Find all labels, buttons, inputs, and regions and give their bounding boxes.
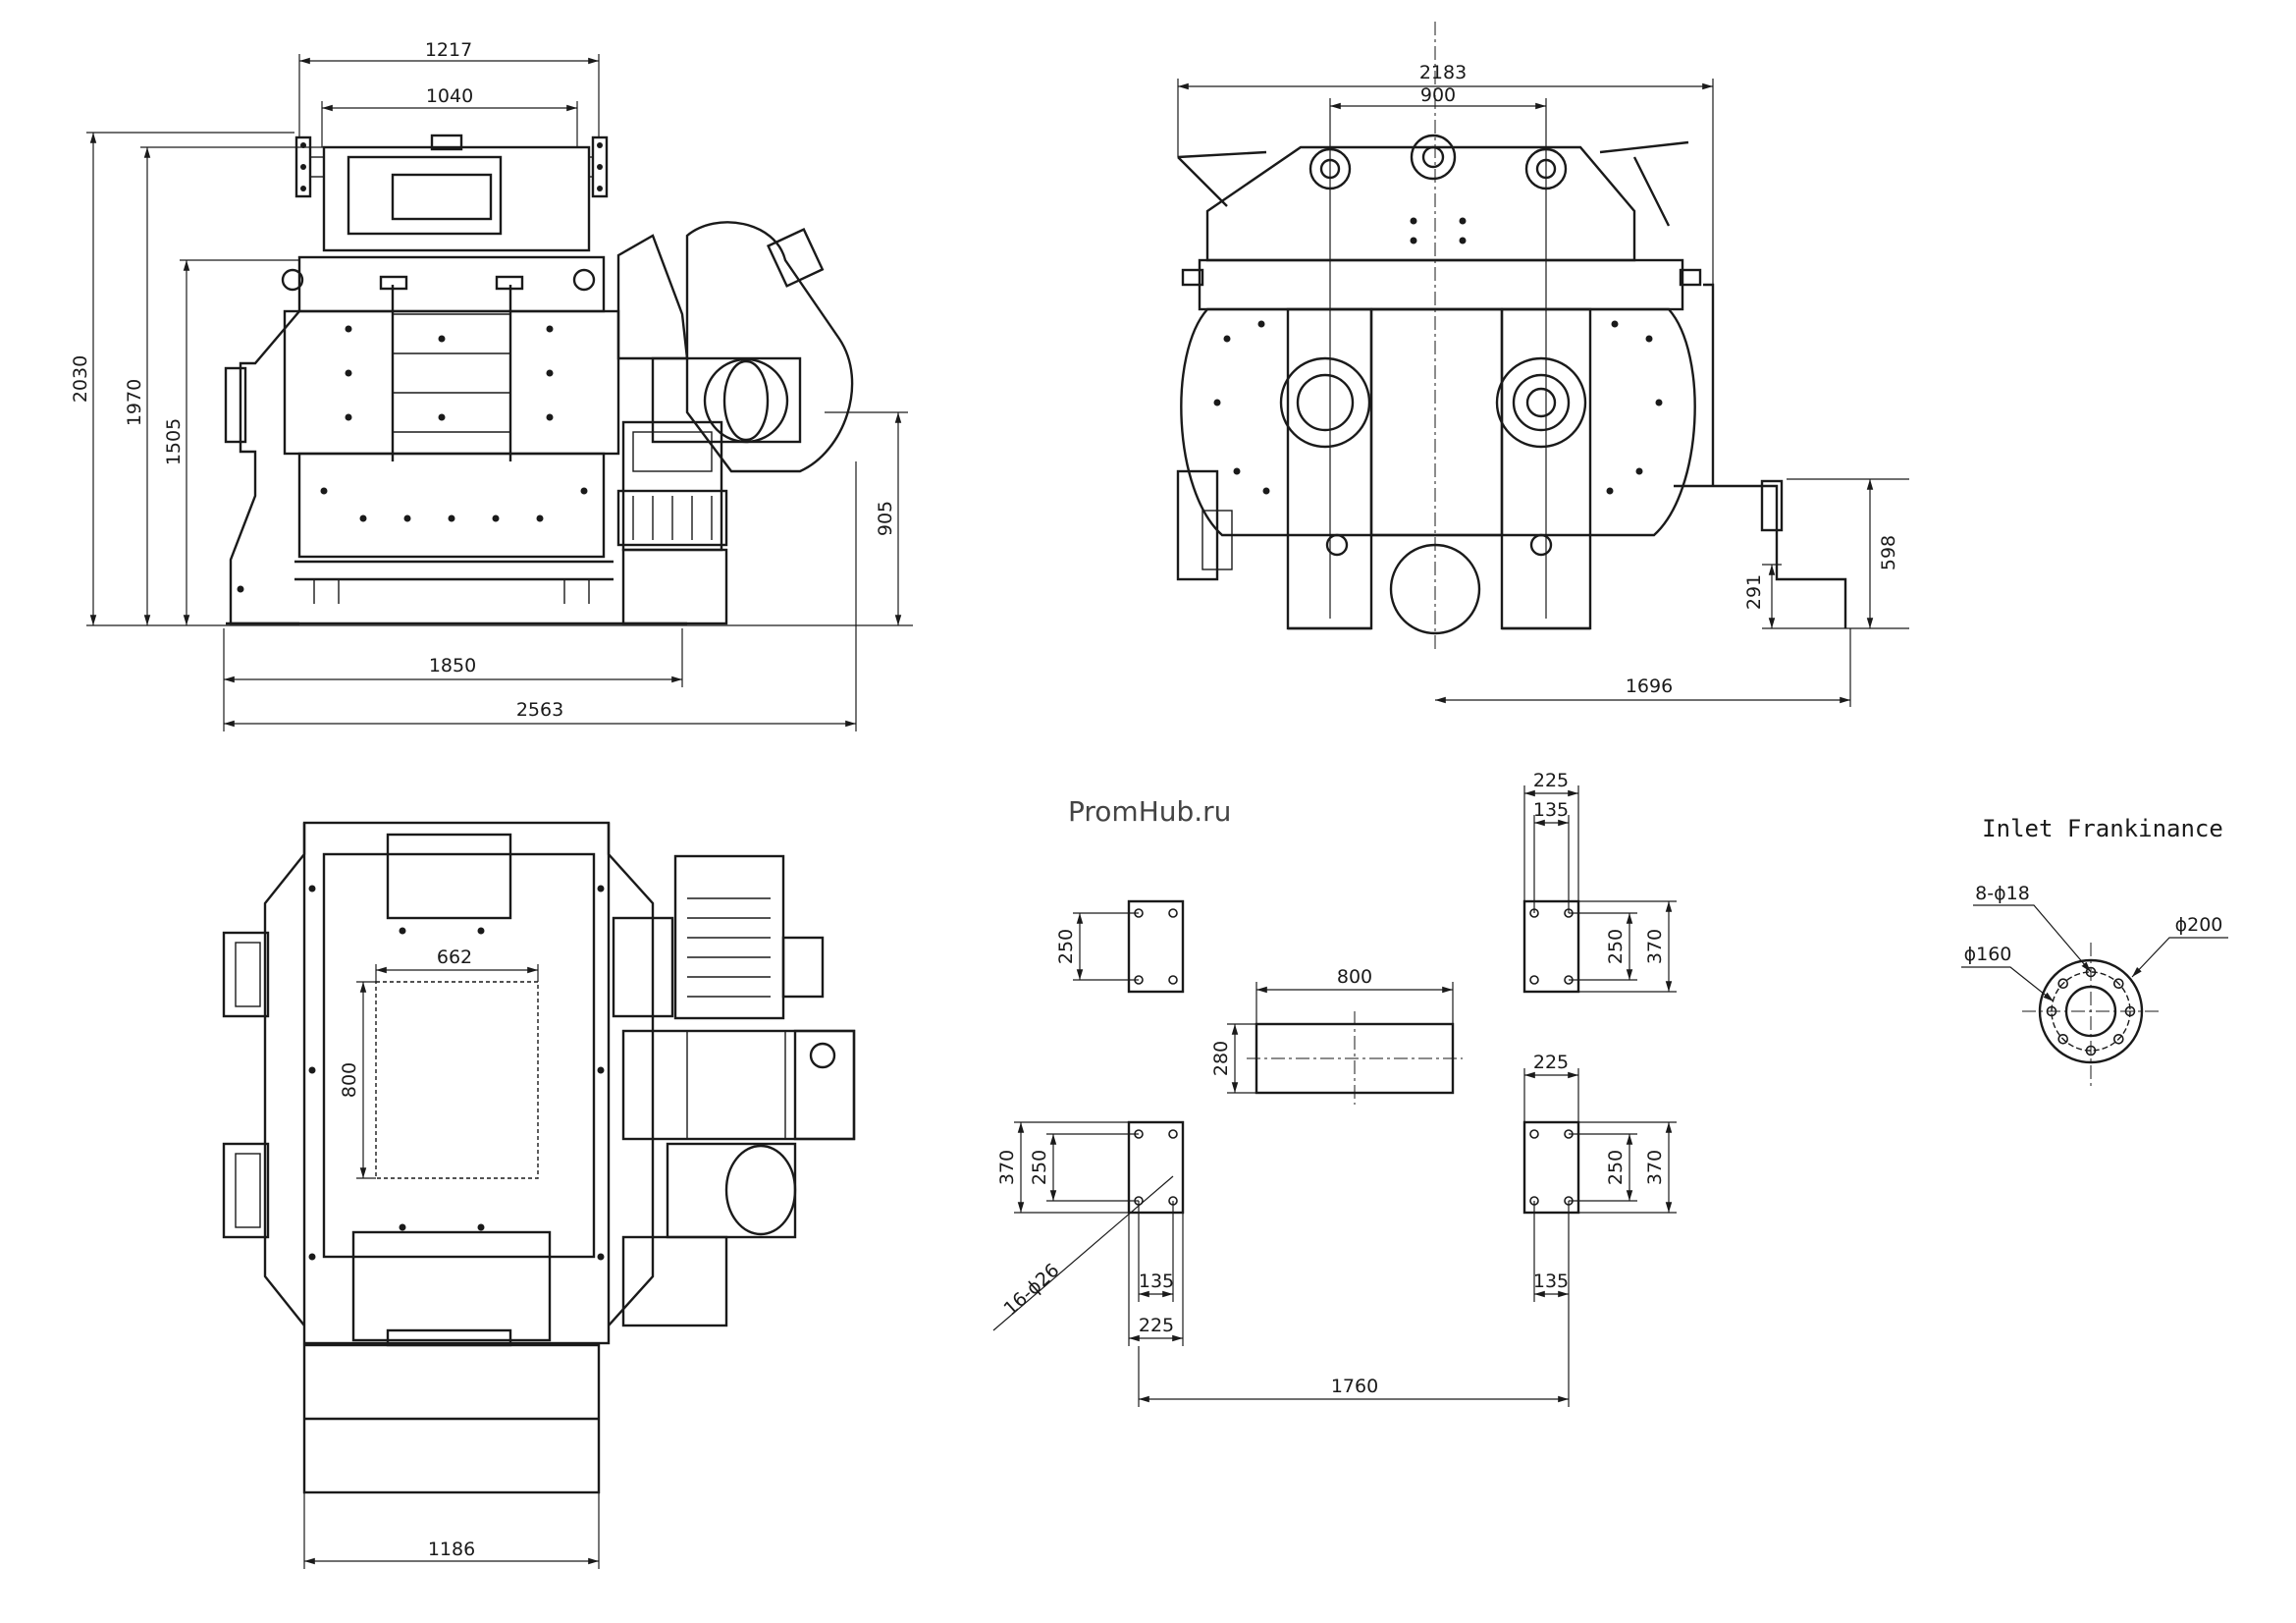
dim-fnd-280: 280 [1210,1041,1232,1076]
dim-fnd-135-top: 135 [1533,799,1569,821]
dim-fnd-250-a: 250 [1055,929,1077,964]
top-view [222,821,856,1494]
front-view-dimensions: 1217 1040 2030 1970 1505 905 1850 2563 [70,39,913,731]
dim-1040: 1040 [426,85,473,107]
front-bolt-dots [237,325,588,593]
inlet-bolt-holes: 8-ϕ18 [1975,883,2030,904]
dim-1850: 1850 [429,655,476,676]
foundation-dimensions: 800 280 250 225 135 250 370 225 370 250 … [992,770,1677,1407]
dim-fnd-250-c: 250 [1029,1150,1050,1185]
dim-fnd-250-d: 250 [1605,1150,1627,1185]
dim-1970: 1970 [124,379,145,426]
dim-fnd-225-bl: 225 [1139,1315,1174,1336]
dim-2030: 2030 [70,355,91,403]
inlet-diameter-160: ϕ160 [1964,944,2012,965]
dim-2563: 2563 [516,699,563,721]
anchor-hole-note: 16-ϕ26 [999,1260,1063,1321]
dim-fnd-370-b: 370 [1644,929,1666,964]
dim-fnd-135-br: 135 [1533,1271,1569,1292]
inlet-diameter-200: ϕ200 [2175,914,2223,936]
inlet-flange-detail: Inlet Frankinance 8-ϕ18 ϕ160 ϕ200 [1961,815,2228,1090]
dim-1186: 1186 [428,1539,475,1560]
watermark-text: PromHub.ru [1068,795,1231,828]
dim-2183: 2183 [1419,62,1467,83]
dim-598: 598 [1878,535,1899,570]
top-view-dimensions: 662 800 1186 [303,947,600,1569]
dim-900: 900 [1420,84,1456,106]
dim-fnd-800: 800 [1337,966,1372,988]
dim-fnd-370-d: 370 [1644,1150,1666,1185]
dim-1505: 1505 [163,418,185,465]
inlet-title: Inlet Frankinance [1982,815,2223,842]
dim-top-800: 800 [339,1062,360,1098]
dim-1696: 1696 [1626,676,1673,697]
top-bolt-dots [308,885,605,1261]
dim-905: 905 [875,501,896,536]
dim-662: 662 [437,947,472,968]
dim-fnd-250-b: 250 [1605,929,1627,964]
side-bolt-dots [1213,217,1663,495]
side-view [1176,22,1847,653]
dim-fnd-1760: 1760 [1331,1376,1378,1397]
dim-fnd-135-bl: 135 [1139,1271,1174,1292]
side-view-dimensions: 2183 900 598 291 1696 [1177,62,1909,707]
front-view [224,134,854,625]
dim-fnd-370-c: 370 [996,1150,1018,1185]
dim-fnd-225-mid: 225 [1533,1052,1569,1073]
dim-291: 291 [1743,574,1765,610]
foundation-plan [1127,899,1580,1215]
dim-fnd-225-top: 225 [1533,770,1569,791]
dim-1217: 1217 [425,39,472,61]
